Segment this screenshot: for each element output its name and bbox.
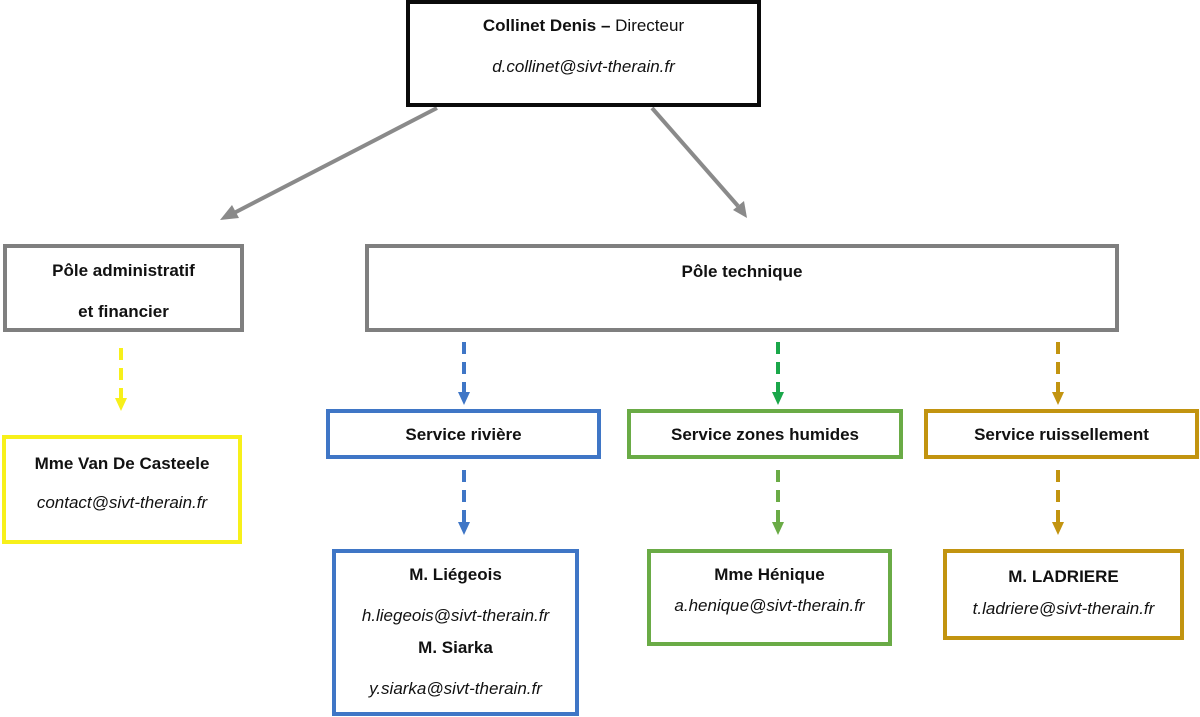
zones-person-email: a.henique@sivt-therain.fr <box>674 596 865 615</box>
service-ruissellement-box: Service ruissellement <box>924 409 1199 459</box>
riviere-person-2-email: y.siarka@sivt-therain.fr <box>369 679 542 698</box>
zones-people-box: Mme Hénique a.henique@sivt-therain.fr <box>647 549 892 646</box>
riviere-dashed-arrow-bottom <box>458 470 470 535</box>
admin-person-email: contact@sivt-therain.fr <box>36 493 208 512</box>
pole-admin-line1: Pôle administratif <box>52 261 195 280</box>
director-to-technical-arrow <box>650 106 747 218</box>
pole-technique-title: Pôle technique <box>681 262 803 281</box>
ruissellement-people-box: M. LADRIERE t.ladriere@sivt-therain.fr <box>943 549 1184 640</box>
pole-admin-line2: et financier <box>78 302 169 321</box>
ruissellement-person-name: M. LADRIERE <box>1008 567 1119 586</box>
service-riviere-box: Service rivière <box>326 409 601 459</box>
riviere-dashed-arrow-top <box>458 342 470 405</box>
director-role: Directeur <box>615 16 685 35</box>
director-box: Collinet Denis – Directeur d.collinet@si… <box>406 0 761 107</box>
service-zones-title: Service zones humides <box>670 425 860 444</box>
zones-person-name: Mme Hénique <box>714 565 825 584</box>
riviere-people-box: M. Liégeois h.liegeois@sivt-therain.fr M… <box>332 549 579 716</box>
ruissellement-person-email: t.ladriere@sivt-therain.fr <box>972 599 1155 618</box>
service-zones-humides-box: Service zones humides <box>627 409 903 459</box>
director-to-admin-arrow <box>220 106 438 220</box>
pole-administratif-box: Pôle administratif et financier <box>3 244 244 332</box>
director-name: Collinet Denis – <box>482 16 611 35</box>
admin-person-box: Mme Van De Casteele contact@sivt-therain… <box>2 435 242 544</box>
admin-dashed-arrow <box>115 348 127 411</box>
riviere-person-1-email: h.liegeois@sivt-therain.fr <box>361 606 550 625</box>
service-ruissellement-title: Service ruissellement <box>974 425 1149 444</box>
riviere-person-2-name: M. Siarka <box>418 638 493 657</box>
zones-dashed-arrow-top <box>772 342 784 405</box>
pole-technique-box: Pôle technique <box>365 244 1119 332</box>
director-email: d.collinet@sivt-therain.fr <box>492 57 675 76</box>
riviere-person-1-name: M. Liégeois <box>409 565 502 584</box>
director-heading: Collinet Denis – Directeur <box>410 16 757 36</box>
ruissellement-dashed-arrow-top <box>1052 342 1064 405</box>
zones-dashed-arrow-bottom <box>772 470 784 535</box>
ruissellement-dashed-arrow-bottom <box>1052 470 1064 535</box>
admin-person-name: Mme Van De Casteele <box>34 454 210 473</box>
service-riviere-title: Service rivière <box>405 425 522 444</box>
